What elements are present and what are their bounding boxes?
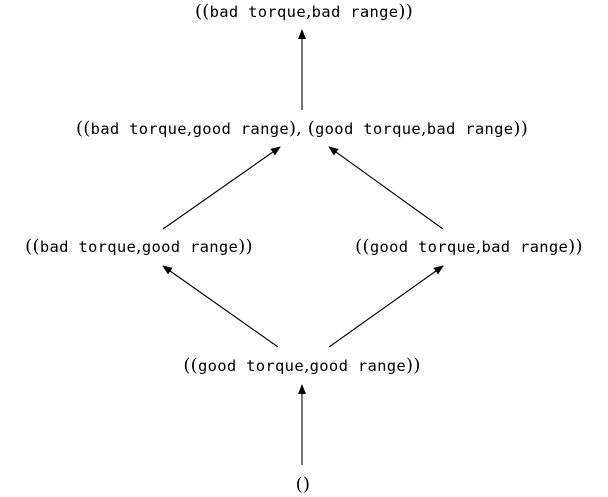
term-separator: , <box>421 119 427 139</box>
tuple-open-paren: ( <box>32 236 40 257</box>
term-separator: , <box>475 237 482 257</box>
term-label: bad torque <box>90 120 187 138</box>
tuple-open-paren: ( <box>83 118 91 139</box>
close-paren: ) <box>303 474 311 495</box>
tuple-close-paren: ) <box>398 1 406 22</box>
term-label: good torque <box>198 357 304 375</box>
term-label: bad range <box>481 238 569 256</box>
close-paren: ) <box>575 236 583 257</box>
term-separator: , <box>305 2 312 22</box>
node-lower: ((good torque,good range)) <box>183 357 420 375</box>
close-paren: ) <box>405 1 414 22</box>
open-paren: ( <box>194 1 203 22</box>
tuple-close-paren: ) <box>238 236 246 257</box>
edges <box>162 29 444 465</box>
term-label: bad range <box>426 120 514 138</box>
close-paren: ) <box>413 355 421 376</box>
term-label: good range <box>192 120 289 138</box>
open-paren: ( <box>75 118 84 139</box>
open-paren: ( <box>183 355 191 376</box>
tuple-open-paren: ( <box>202 1 210 22</box>
term-label: good range <box>309 357 406 375</box>
tuple-open-paren: ( <box>307 118 316 139</box>
open-paren: ( <box>295 474 303 495</box>
node-bottom: () <box>296 476 311 494</box>
tuple-close-paren: ) <box>513 118 521 139</box>
term-label: good torque <box>369 238 476 256</box>
term-separator: , <box>303 356 310 376</box>
term-label: bad torque <box>39 238 137 256</box>
node-middle-right: ((good torque,bad range)) <box>355 238 583 256</box>
tuple-close-paren: ) <box>406 355 414 376</box>
term-label: bad range <box>311 3 399 21</box>
tuple-separator: , <box>296 119 308 139</box>
term-label: good torque <box>315 120 421 138</box>
open-paren: ( <box>355 236 363 257</box>
edge-arrow-lower-to-middle-left <box>162 265 279 348</box>
term-label: bad torque <box>209 3 306 21</box>
tuple-close-paren: ) <box>568 236 576 257</box>
close-paren: ) <box>520 118 529 139</box>
edge-arrow-middle-right-to-upper <box>328 146 444 230</box>
close-paren: ) <box>245 236 253 257</box>
edge-arrow-middle-left-to-upper <box>162 146 281 230</box>
term-label: good range <box>141 238 239 256</box>
tuple-open-paren: ( <box>362 236 370 257</box>
tuple-open-paren: ( <box>190 355 198 376</box>
open-paren: ( <box>25 236 33 257</box>
term-separator: , <box>186 119 193 139</box>
node-upper: ((bad torque,good range), (good torque,b… <box>76 120 528 138</box>
node-middle-left: ((bad torque,good range)) <box>25 238 253 256</box>
node-top: ((bad torque,bad range)) <box>195 3 413 21</box>
tuple-close-paren: ) <box>288 118 297 139</box>
edge-arrow-lower-to-middle-right <box>328 265 444 348</box>
term-separator: , <box>136 237 142 257</box>
